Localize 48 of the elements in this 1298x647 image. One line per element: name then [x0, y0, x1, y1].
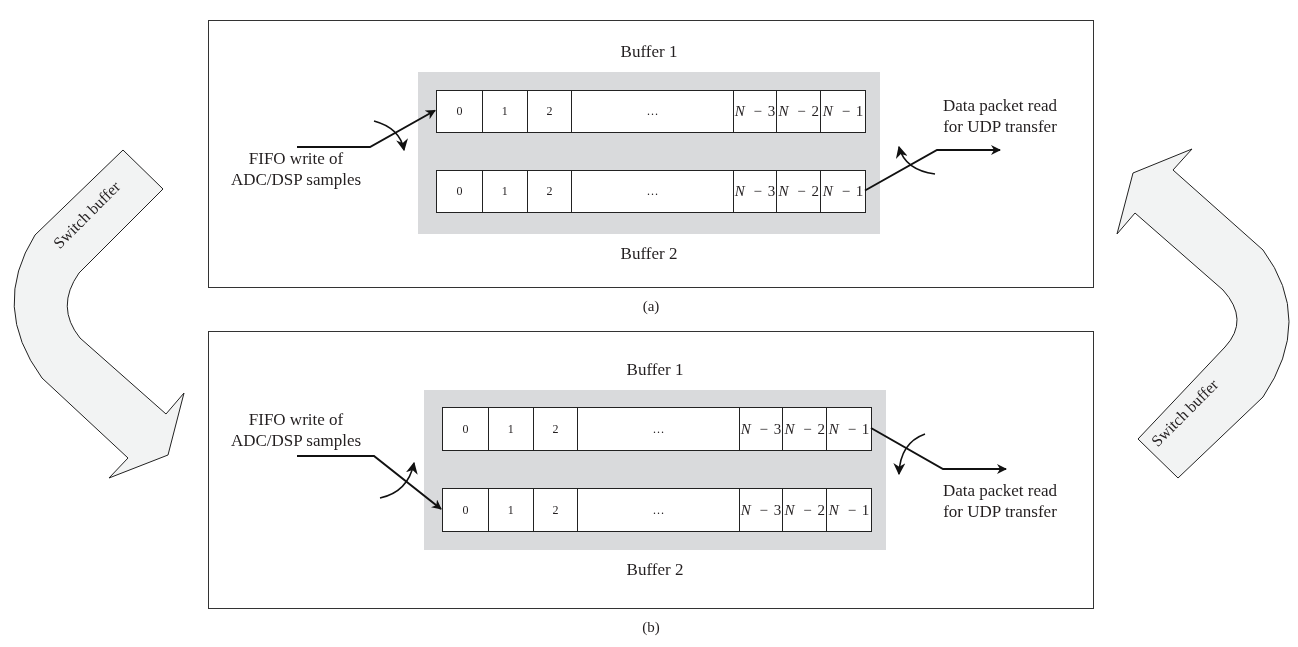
buffer-slot: N − 1: [826, 489, 871, 531]
buffer-slot: N − 3: [738, 408, 783, 450]
panel-frame: [208, 20, 1094, 288]
buffer-slot: 1: [487, 489, 533, 531]
panel-caption: (a): [641, 298, 661, 315]
buffer-row: [442, 407, 872, 451]
buffer-slot: N − 2: [776, 91, 821, 132]
buffer-slot: N − 3: [732, 171, 777, 212]
annotation-text: Data packet read for UDP transfer: [936, 95, 1064, 139]
buffer-row: [442, 488, 872, 532]
buffer-slot: 2: [532, 489, 578, 531]
annotation-text: Data packet read for UDP transfer: [936, 480, 1064, 524]
buffer-slot: N − 2: [776, 171, 821, 212]
panel-caption: (b): [641, 619, 661, 636]
arrow: [864, 145, 1001, 192]
buffer-slot: N − 2: [782, 408, 827, 450]
buffer-slot: …: [577, 489, 739, 531]
buffer-slot: N − 1: [826, 408, 871, 450]
buffer-slot: N − 3: [738, 489, 783, 531]
buffer-slot: 1: [481, 171, 527, 212]
buffer-label: Buffer 1: [619, 42, 679, 62]
buffer-slot: 0: [443, 408, 488, 450]
buffer-label: Buffer 2: [625, 560, 685, 580]
annotation-text: FIFO write of ADC/DSP samples: [223, 148, 369, 192]
buffer-slot: N − 1: [820, 171, 865, 212]
buffer-slot: 1: [487, 408, 533, 450]
arrow: [296, 109, 436, 148]
buffer-slot: N − 2: [782, 489, 827, 531]
buffer-slot: 1: [481, 91, 527, 132]
buffer-row: [436, 90, 866, 133]
buffer-row: [436, 170, 866, 213]
panel-frame: [208, 331, 1094, 609]
buffer-label: Buffer 1: [625, 360, 685, 380]
buffer-slot: 2: [526, 91, 572, 132]
annotation-text: FIFO write of ADC/DSP samples: [219, 409, 373, 453]
buffer-slot: …: [571, 171, 733, 212]
buffer-slot: …: [577, 408, 739, 450]
buffer-slot: …: [571, 91, 733, 132]
arrow: [296, 455, 442, 510]
buffer-slot: 2: [526, 171, 572, 212]
buffer-slot: N − 3: [732, 91, 777, 132]
arrow: [870, 427, 1007, 474]
buffer-slot: 2: [532, 408, 578, 450]
buffer-label: Buffer 2: [619, 244, 679, 264]
buffer-slot: N − 1: [820, 91, 865, 132]
buffer-slot: 0: [443, 489, 488, 531]
buffer-slot: 0: [437, 171, 482, 212]
buffer-slot: 0: [437, 91, 482, 132]
